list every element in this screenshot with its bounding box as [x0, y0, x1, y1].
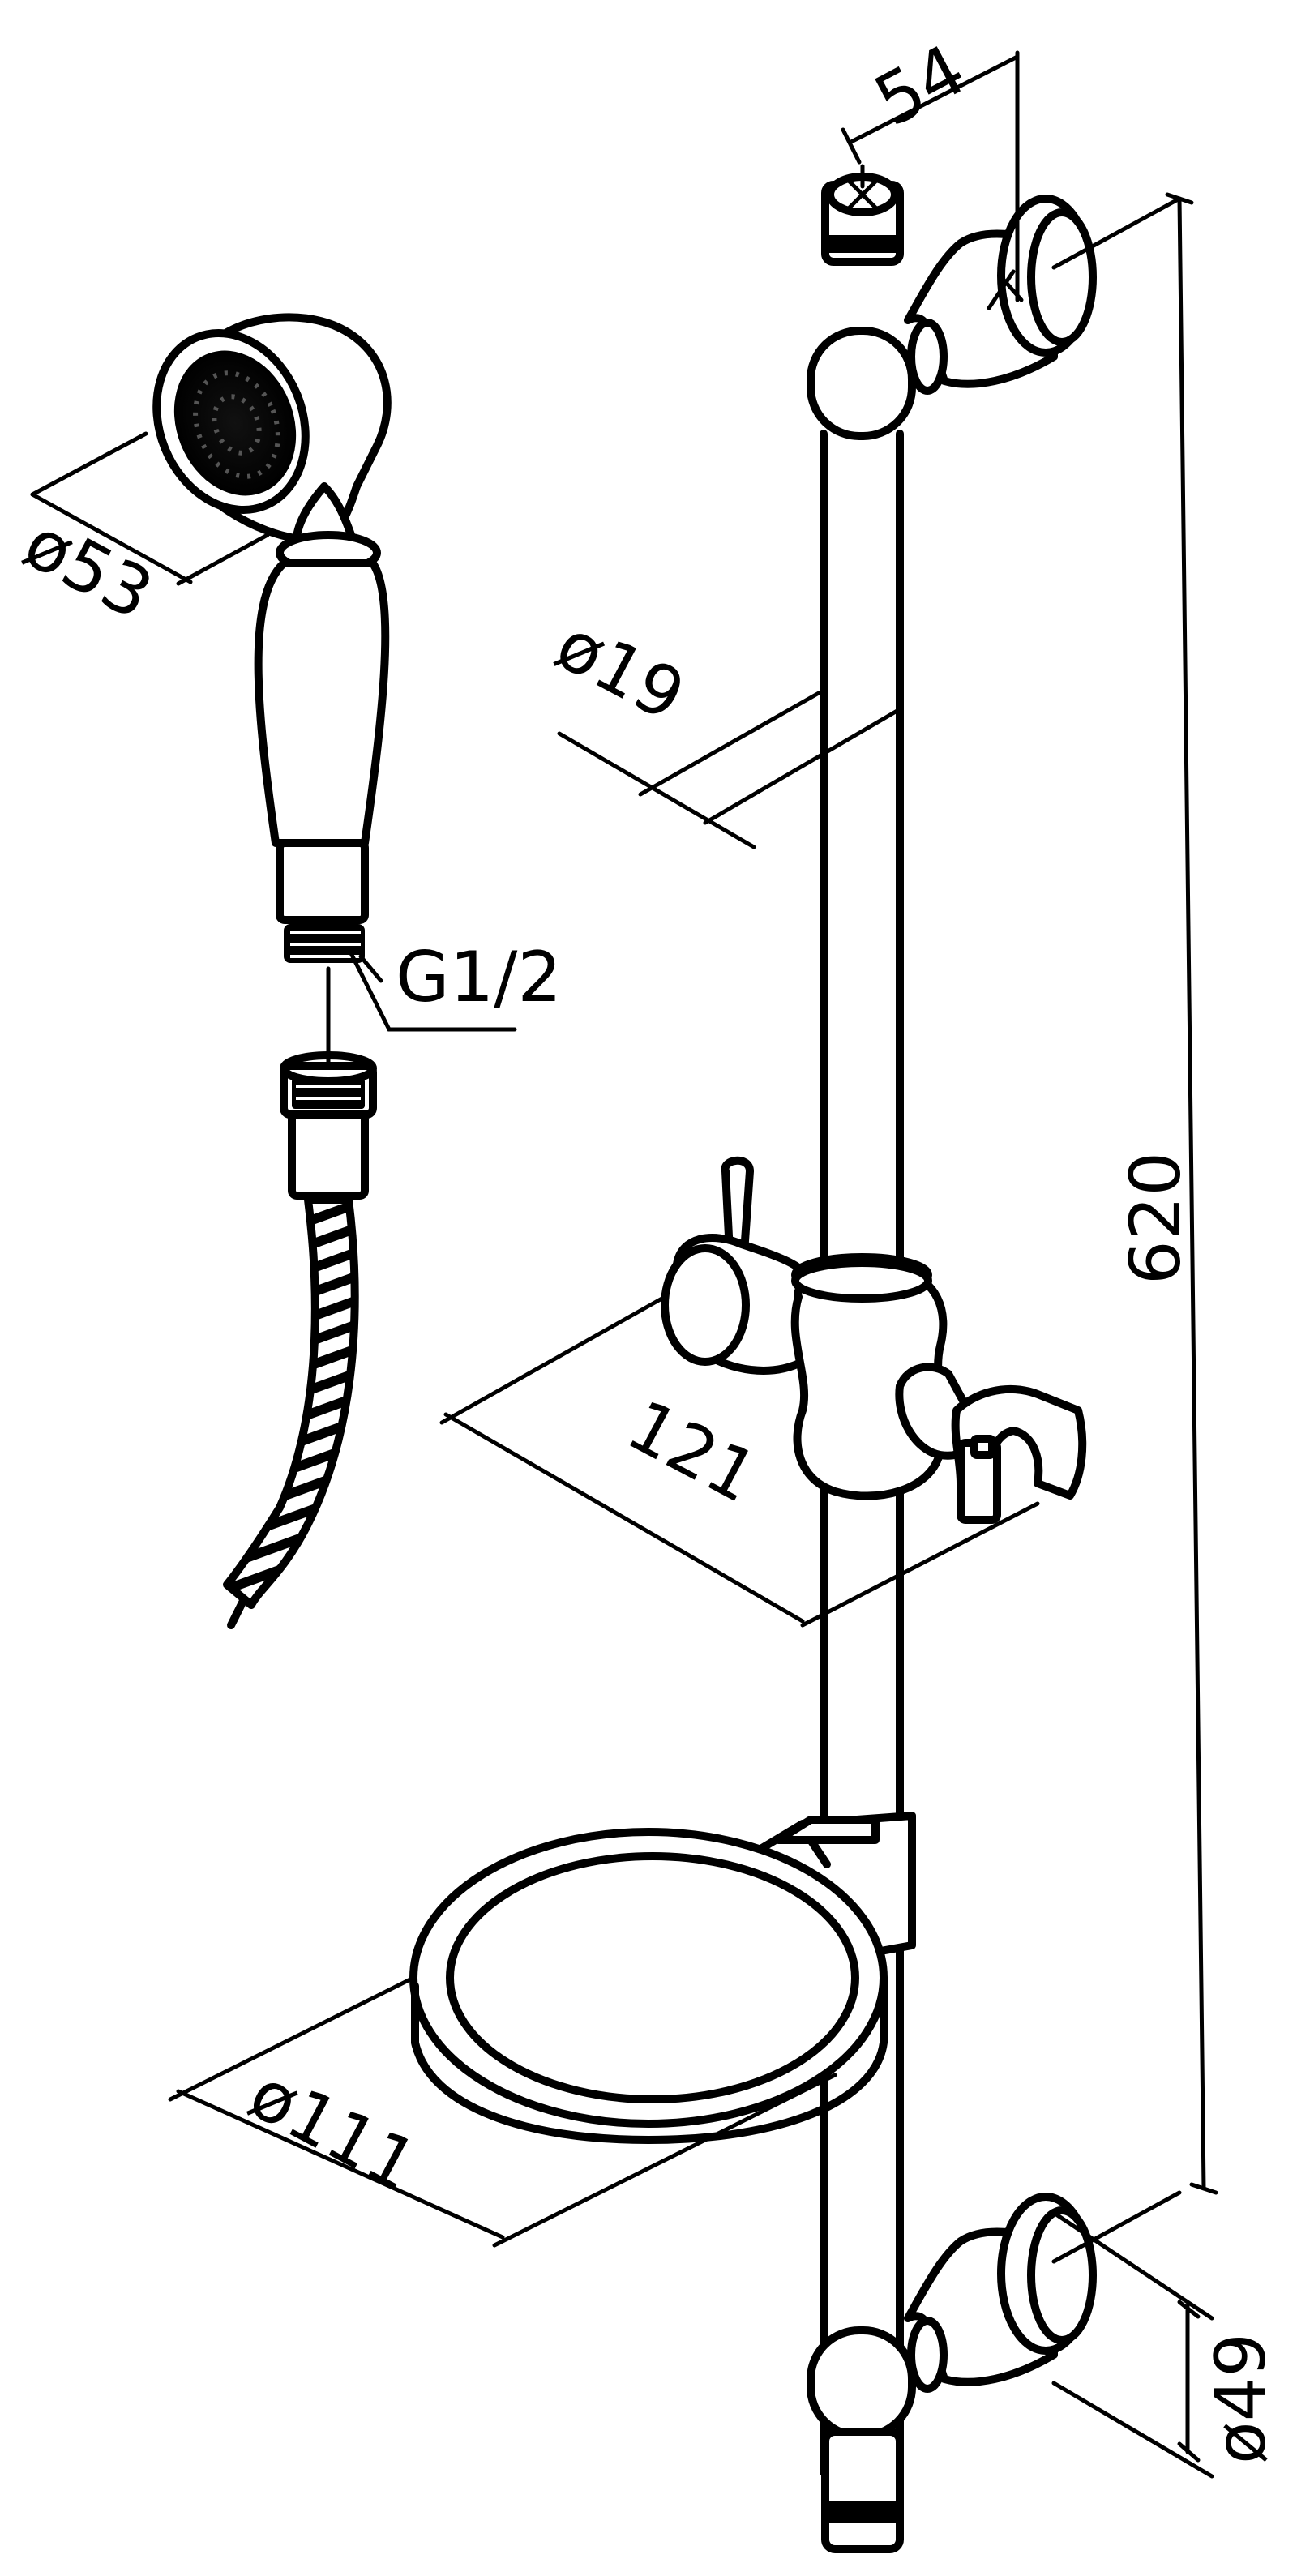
slider-holder [661, 1156, 1087, 1524]
dim-thread-size: G1/2 [396, 937, 562, 1018]
dim-holder-depth: 121 [614, 1385, 770, 1519]
dim-rail-diameter: ø19 [543, 604, 697, 737]
rail-bottom-cap [821, 2428, 904, 2553]
dimension-lines [30, 50, 1218, 2479]
slide-rail [807, 164, 916, 2553]
lever-knob [721, 1156, 754, 1256]
hand-shower [152, 313, 392, 963]
wall-bracket-bottom [904, 2193, 1097, 2393]
handle-body [254, 559, 390, 847]
dim-hand-shower-diameter: ø53 [11, 503, 165, 635]
dim-soap-dish-diameter: ø111 [237, 2053, 430, 2207]
rail-top-knuckle [807, 327, 916, 440]
soap-dish [409, 1812, 916, 2144]
soap-dish-ring-inner [446, 1852, 859, 2103]
rail-bottom-knuckle [807, 2326, 916, 2440]
dim-bracket-diameter: ø49 [1201, 2333, 1282, 2464]
shower-hose [223, 1051, 377, 1629]
dim-rail-length: 620 [1115, 1152, 1196, 1285]
